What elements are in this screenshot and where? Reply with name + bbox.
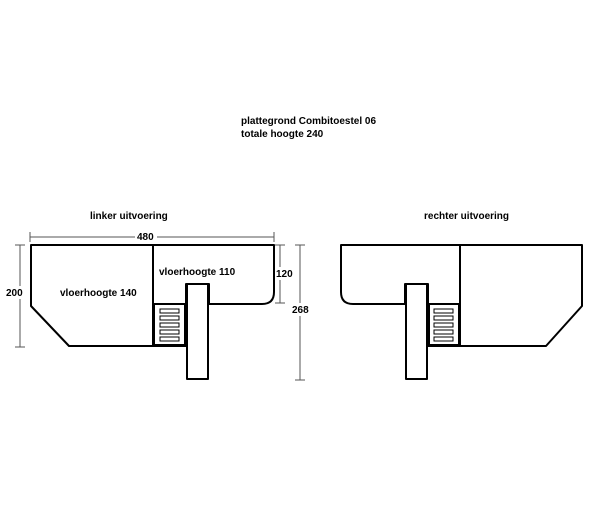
stair-step bbox=[159, 336, 180, 342]
ladder-pole bbox=[186, 283, 209, 380]
total-height-label-bg bbox=[291, 303, 313, 316]
right-variant-heading: rechter uitvoering bbox=[424, 211, 509, 222]
stair-steps bbox=[159, 308, 180, 342]
stair-step bbox=[433, 336, 454, 342]
right-height-label-bg bbox=[275, 267, 297, 280]
ladder-pole-mirrored bbox=[405, 283, 428, 380]
left-height-label-bg bbox=[5, 286, 27, 299]
plan-title: plattegrond Combitoestel 06 bbox=[241, 116, 376, 127]
stair-step bbox=[159, 322, 180, 328]
left-variant-plan: linker uitvoering 480 200 vloerhoogte 14… bbox=[5, 211, 313, 381]
stair-block-mirrored bbox=[428, 303, 460, 346]
stair-step bbox=[433, 329, 454, 335]
width-dimension-label: 480 bbox=[137, 232, 154, 243]
stair-step bbox=[159, 329, 180, 335]
room-floor-140 bbox=[30, 244, 154, 347]
stair-step bbox=[433, 322, 454, 328]
left-variant-heading: linker uitvoering bbox=[90, 211, 168, 222]
left-height-dimension-label: 200 bbox=[6, 288, 23, 299]
right-variant-plan: rechter uitvoering bbox=[340, 211, 583, 380]
room-floor-110-label: vloerhoogte 110 bbox=[159, 267, 236, 278]
total-height-label: totale hoogte 240 bbox=[241, 129, 324, 140]
room-floor-110 bbox=[152, 244, 275, 347]
room-floor-140-label: vloerhoogte 140 bbox=[60, 288, 137, 299]
width-label-bg bbox=[135, 230, 157, 243]
stair-block bbox=[153, 303, 186, 346]
room-floor-110-mirrored bbox=[340, 244, 461, 347]
stair-step bbox=[433, 308, 454, 314]
right-height-dimension-label: 120 bbox=[276, 269, 293, 280]
room-floor-140-mirrored bbox=[459, 244, 583, 347]
stair-step bbox=[159, 308, 180, 314]
stair-step bbox=[159, 315, 180, 321]
stair-step bbox=[433, 315, 454, 321]
total-height-dimension-label: 268 bbox=[292, 305, 309, 316]
stair-steps-mirrored bbox=[433, 308, 454, 342]
